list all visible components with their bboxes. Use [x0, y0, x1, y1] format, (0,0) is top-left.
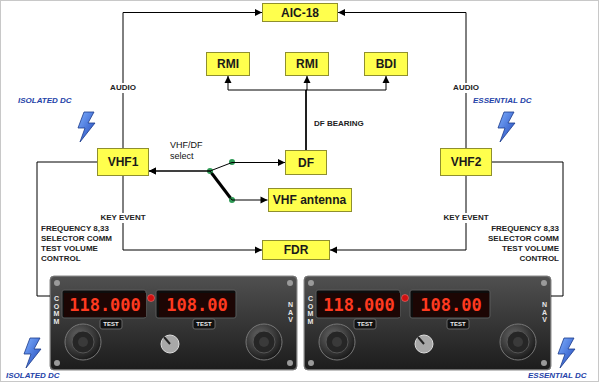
power-label: ISOLATED DC: [6, 371, 60, 381]
arrowhead: [149, 168, 156, 175]
lightning-symbol: [558, 338, 575, 368]
node-text: 108.00: [166, 295, 227, 315]
button-label: TEST: [354, 319, 376, 329]
lightning-symbol: [498, 112, 515, 142]
connector-line: [306, 76, 386, 150]
arrowhead: [338, 9, 345, 16]
power-label: ESSENTIAL DC: [528, 371, 587, 381]
signal-label: DF BEARING: [312, 119, 366, 129]
lightning-symbol: [24, 338, 41, 368]
signal-label: KEY EVENT: [98, 213, 147, 223]
arrowhead: [278, 159, 285, 166]
frequency-display: 118.000: [318, 293, 400, 317]
panel-side-label: COMM: [307, 295, 314, 326]
button-label: TEST: [100, 319, 122, 329]
panel-side-label: NAV: [287, 301, 294, 324]
connector-line: [149, 171, 268, 200]
frequency-display: 118.000: [64, 293, 146, 317]
node-text: RMI: [217, 57, 239, 71]
node-text: VHF2: [451, 155, 482, 169]
frequency-display: 108.00: [413, 293, 489, 317]
node-text: 108.00: [420, 295, 481, 315]
arrowhead: [261, 197, 268, 204]
lightning-symbol: [78, 112, 95, 142]
button-label: TEST: [447, 319, 469, 329]
signal-label: FREQUENCY 8,33 SELECTOR COMM TEST VOLUME…: [41, 224, 117, 264]
connector: [306, 76, 390, 150]
power-label: ISOLATED DC: [18, 96, 72, 106]
connector-line: [228, 76, 306, 150]
power-label: ESSENTIAL DC: [473, 96, 532, 106]
signal-label: AUDIO: [451, 83, 481, 93]
node-text: 118.000: [323, 295, 395, 315]
signal-label: AUDIO: [108, 83, 138, 93]
node-text: 118.000: [69, 295, 141, 315]
signal-label: FREQUENCY 8,33 SELECTOR COMM TEST VOLUME…: [483, 224, 559, 264]
arrowhead: [225, 76, 232, 83]
control-panel: COMM NAV 118.000 108.00: [304, 276, 551, 370]
arrowhead: [383, 76, 390, 83]
radio-box: VHF1: [97, 148, 149, 176]
switch-label: VHF/DF select: [170, 140, 210, 162]
indicator-box: RMI: [206, 52, 250, 76]
connector: [123, 9, 262, 148]
arrowhead: [255, 9, 262, 16]
connector: [225, 76, 307, 150]
button-label: TEST: [193, 319, 215, 329]
panel-side-label: COMM: [53, 295, 60, 326]
panel-side-label: NAV: [541, 301, 548, 324]
node-text: RMI: [296, 57, 318, 71]
connector-line: [123, 13, 262, 149]
node-text: AIC-18: [281, 6, 319, 20]
node-text: DF: [298, 156, 314, 170]
arrowhead: [330, 247, 337, 254]
panel-body: [304, 276, 551, 370]
control-panel: COMM NAV 118.000 108.00: [50, 276, 297, 370]
connector: [304, 76, 311, 150]
indicator-box: RMI: [285, 52, 329, 76]
radio-box: VHF2: [440, 148, 492, 176]
antenna-box: VHF antenna: [268, 188, 352, 212]
node-text: FDR: [284, 243, 309, 257]
node-text: VHF antenna: [273, 193, 346, 207]
node-text: VHF1: [108, 155, 139, 169]
connector: [149, 159, 285, 175]
connector: [149, 168, 268, 204]
frequency-display: 108.00: [159, 293, 235, 317]
indicator-box: BDI: [364, 52, 408, 76]
arrowhead: [255, 247, 262, 254]
arrowhead: [304, 76, 311, 83]
recorder-box: FDR: [262, 240, 330, 260]
node-text: BDI: [376, 57, 397, 71]
unit-box: DF: [285, 150, 327, 175]
unit-box: AIC-18: [262, 3, 338, 22]
signal-label: KEY EVENT: [441, 213, 490, 223]
panel-body: [50, 276, 297, 370]
arrowhead: [149, 168, 156, 175]
connector-line: [149, 163, 285, 172]
